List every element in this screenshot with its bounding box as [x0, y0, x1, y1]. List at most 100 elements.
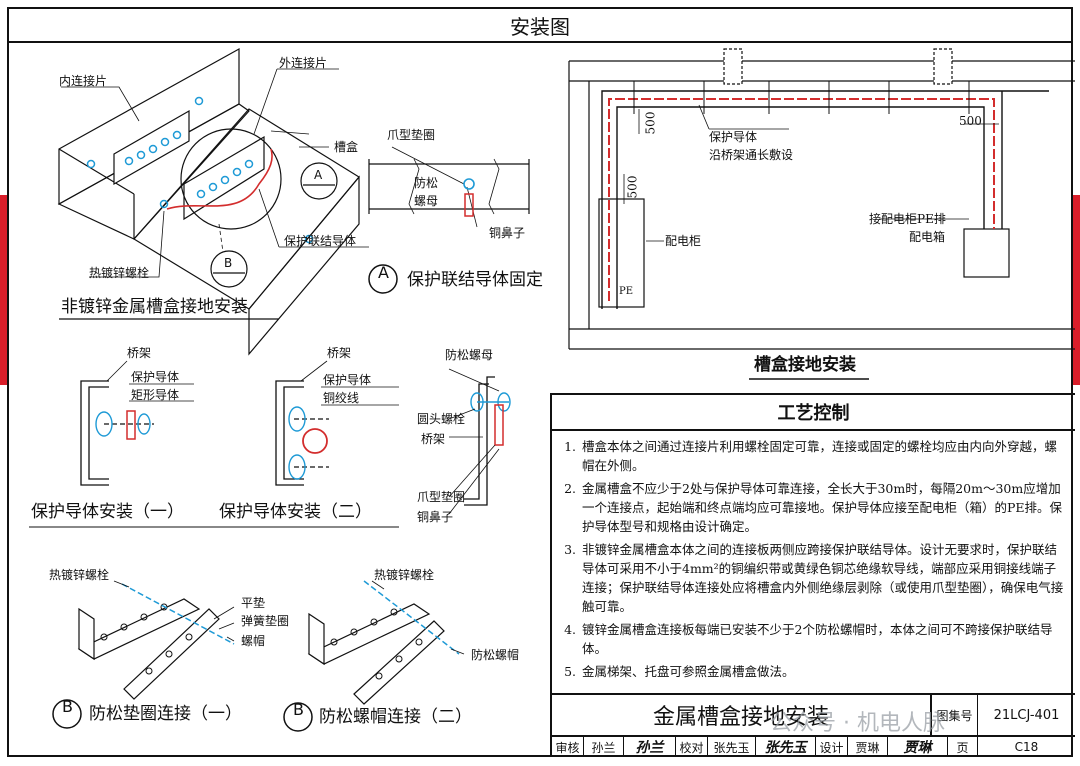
- b1-bolt-axis: [121, 583, 235, 645]
- nongalv-marker-b-circle: [210, 250, 248, 288]
- label-pe-conductor-2: 沿桥架通长敷设: [709, 148, 794, 162]
- label-dim-500b: 500: [625, 175, 640, 199]
- b2-holes: [330, 608, 423, 680]
- label-b1-spring: 弹簧垫圈: [241, 614, 290, 628]
- drawing-sheet: 安装图: [7, 7, 1075, 757]
- b1-marker-circle: [52, 699, 82, 729]
- page-label: 页: [948, 737, 978, 757]
- marker-b2-letter: B: [293, 700, 304, 719]
- label-a-anti-loose: 防松: [414, 176, 439, 190]
- label-to-pe-bar: 接配电柜PE排: [869, 212, 946, 226]
- process-control-panel: 工艺控制 槽盒本体之间通过连接片利用螺栓固定可靠，连接或固定的螺栓均应由内向外穿…: [550, 393, 1075, 693]
- nongalv-bolts: [86, 96, 314, 244]
- trunking-pe-conductor: [608, 98, 995, 301]
- bolt-detail-leaders: [448, 368, 500, 515]
- detail-a-drawing: [368, 146, 530, 228]
- set-no-value: 21LCJ-401: [978, 695, 1075, 737]
- label-hot-dip-bolt: 热镀锌螺栓: [89, 266, 150, 280]
- label-pe: PE: [619, 286, 634, 297]
- design-label: 设计: [816, 737, 848, 757]
- caption-b2: 防松螺帽连接（二）: [319, 707, 472, 727]
- signature-row: 审核 孙兰 孙兰 校对 张先玉 张先玉 设计 贾琳 贾琳 页 C18: [552, 737, 1075, 757]
- pe2-copper-strand: [302, 428, 328, 454]
- pe1-leaders: [106, 360, 194, 402]
- b1-plates: [77, 598, 220, 700]
- check-label: 校对: [676, 737, 708, 757]
- process-item: 镀锌金属槽盒连接板每端已安装不少于2个防松螺帽时，本体之间可不跨接保护联结导体。: [580, 620, 1065, 658]
- review-label: 审核: [552, 737, 584, 757]
- caption-detail-a: 保护联结导体固定: [407, 270, 543, 290]
- b2-bolt-axis: [363, 580, 460, 655]
- label-dim-500c: 500: [959, 114, 982, 128]
- marker-a-detail-letter: A: [378, 263, 389, 282]
- pe1-bolt: [95, 411, 151, 437]
- label-pe2-strand: 铜绞线: [323, 391, 360, 405]
- b1-holes: [100, 603, 193, 675]
- process-list: 槽盒本体之间通过连接片利用螺栓固定可靠，连接或固定的螺栓均应由内向外穿越，螺帽在…: [580, 437, 1065, 681]
- label-pe2-tray: 桥架: [327, 346, 352, 360]
- label-b1-flat: 平垫: [241, 596, 266, 610]
- label-bolt-tray: 桥架: [421, 432, 446, 446]
- label-pe1-tray: 桥架: [127, 346, 152, 360]
- label-b1-nut: 螺帽: [241, 634, 266, 648]
- caption-pe2: 保护导体安装（二）: [219, 502, 372, 522]
- bolt-detail-drawing: [464, 376, 495, 506]
- detail-a-lug: [464, 193, 474, 217]
- sheet-title: 安装图: [9, 9, 1071, 43]
- label-dist-cabinet: 配电柜: [665, 234, 702, 248]
- drawing-title: 金属槽盒接地安装: [552, 695, 932, 737]
- design-signature: 贾琳: [888, 737, 948, 757]
- label-a-copper-lug: 铜鼻子: [489, 226, 526, 240]
- trunking-leaders: [623, 104, 999, 242]
- process-item: 槽盒本体之间通过连接片利用螺栓固定可靠，连接或固定的螺栓均应由内向外穿越，螺帽在…: [580, 437, 1065, 475]
- drawing-graphics: [29, 47, 1075, 732]
- label-inner-plate: 内连接片: [59, 74, 108, 88]
- process-title: 工艺控制: [552, 395, 1075, 431]
- b2-plates: [307, 603, 445, 705]
- detail-a-marker-circle: [368, 264, 398, 294]
- bolt-detail-lug: [494, 404, 504, 446]
- bolt-detail-bolt: [470, 392, 511, 412]
- design-name: 贾琳: [848, 737, 888, 757]
- label-pe1-pe: 保护导体: [131, 370, 180, 384]
- label-a-claw-washer: 爪型垫圈: [387, 128, 436, 142]
- set-no-label: 图集号: [932, 695, 978, 737]
- marker-b-letter: B: [224, 256, 233, 270]
- caption-b1: 防松垫圈连接（一）: [89, 704, 242, 724]
- trunking-hangers: [633, 81, 970, 114]
- label-a-nut: 螺母: [414, 194, 439, 208]
- label-pe1-rect: 矩形导体: [131, 388, 180, 402]
- label-trunking: 槽盒: [334, 140, 359, 154]
- marker-b1-letter: B: [62, 697, 73, 716]
- nongalv-marker-a-circle: [300, 162, 338, 200]
- label-bolt-claw: 爪型垫圈: [417, 490, 466, 504]
- label-dim-500a: 500: [643, 111, 658, 135]
- label-b2-nut: 防松螺帽: [471, 648, 520, 662]
- label-pe-conductor-1: 保护导体: [709, 130, 758, 144]
- title-block: 金属槽盒接地安装 图集号 21LCJ-401 审核 孙兰 孙兰 校对 张先玉 张…: [550, 693, 1075, 757]
- right-red-strip: [1073, 195, 1080, 385]
- label-bond-conductor: 保护联结导体: [284, 234, 357, 248]
- check-name: 张先玉: [708, 737, 756, 757]
- label-dist-box: 配电箱: [909, 230, 946, 244]
- review-signature: 孙兰: [624, 737, 676, 757]
- watermark-text: 公众号 · 机电人脉: [770, 711, 945, 736]
- label-b1-bolt: 热镀锌螺栓: [49, 568, 110, 582]
- page-number: C18: [1014, 740, 1039, 754]
- label-bolt-lug: 铜鼻子: [417, 510, 454, 524]
- label-outer-plate: 外连接片: [279, 56, 328, 70]
- nongalv-trunking-drawing: [57, 47, 360, 356]
- pe2-drawing: [275, 380, 329, 486]
- detail-a-bolt: [463, 178, 475, 190]
- caption-trunking: 槽盒接地安装: [754, 355, 856, 375]
- label-bolt-round: 圆头螺栓: [417, 412, 466, 426]
- left-red-strip: [0, 195, 7, 385]
- label-pe2-pe: 保护导体: [323, 373, 372, 387]
- pe2-bolts: [288, 406, 306, 480]
- label-b2-bolt: 热镀锌螺栓: [374, 568, 435, 582]
- process-item: 非镀锌金属槽盒本体之间的连接板两侧应跨接保护联结导体。设计无要求时，保护联结导体…: [580, 540, 1065, 616]
- pe1-rect-conductor: [126, 410, 136, 440]
- label-bolt-anti-loose-nut: 防松螺母: [445, 348, 494, 362]
- pe2-leaders: [300, 360, 399, 406]
- review-name: 孙兰: [584, 737, 624, 757]
